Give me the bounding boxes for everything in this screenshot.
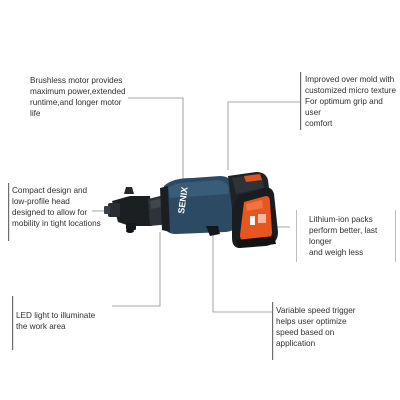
motor-housing — [160, 176, 240, 234]
leader-line-trigger — [212, 228, 272, 313]
callout-trigger-line-1: Variable speed trigger — [276, 306, 356, 315]
callout-brushless-line-1: Brushless motor provides — [30, 76, 123, 85]
battery-pack — [232, 187, 278, 248]
tick-trigger — [272, 302, 274, 360]
callout-overmold-line-3: For optimum grip and user — [305, 97, 383, 117]
ratchet-head — [104, 187, 152, 233]
callout-overmold-line-2: customized micro texture — [305, 86, 397, 95]
leader-line-led — [112, 232, 161, 307]
battery-label: 2 — [250, 217, 255, 226]
callout-trigger: Variable speed trigger helps user optimi… — [276, 305, 376, 349]
callout-overmold-line-1: Improved over mold with — [305, 75, 395, 84]
callout-compact-line-3: designed to allow for — [12, 208, 88, 217]
callout-led-line-1: LED light to illuminate — [16, 311, 96, 320]
callout-brushless-line-4: life — [30, 109, 41, 118]
tool-neck — [148, 194, 170, 226]
callout-brushless-line-3: runtime,and longer motor — [30, 98, 122, 107]
tick-led — [12, 296, 14, 350]
brand-logo: SENIX — [176, 186, 190, 214]
ratchet-tool — [104, 172, 278, 248]
callout-brushless: Brushless motor provides maximum power,e… — [30, 75, 140, 119]
callout-lithium-line-1: Lithium-ion packs — [309, 215, 373, 224]
trigger — [206, 226, 220, 236]
callout-trigger-line-4: application — [276, 339, 316, 348]
callout-led-line-2: the work area — [16, 322, 66, 331]
callout-overmold-line-4: comfort — [305, 119, 333, 128]
callout-led: LED light to illuminate the work area — [16, 310, 112, 332]
leader-line-overmold — [227, 101, 300, 170]
tick-overmold — [300, 72, 302, 130]
callout-compact: Compact design and low-profile head desi… — [12, 185, 104, 229]
callout-lithium-line-3: and weigh less — [309, 248, 364, 257]
tool-handle — [228, 172, 270, 208]
callout-lithium-line-2: perform better, last longer — [309, 226, 378, 246]
callout-compact-line-2: low-profile head — [12, 197, 70, 206]
callout-compact-line-1: Compact design and — [12, 186, 88, 195]
callout-brushless-line-2: maximum power,extended — [30, 87, 126, 96]
callout-trigger-line-2: helps user optimize — [276, 317, 347, 326]
callout-lithium: Lithium-ion packs perform better, last l… — [296, 210, 396, 262]
callout-overmold: Improved over mold with customized micro… — [305, 74, 397, 129]
callout-compact-line-4: mobility in tight locations — [12, 219, 101, 228]
leader-lines — [92, 97, 300, 313]
callout-trigger-line-3: speed based on — [276, 328, 335, 337]
tick-compact — [8, 183, 10, 241]
